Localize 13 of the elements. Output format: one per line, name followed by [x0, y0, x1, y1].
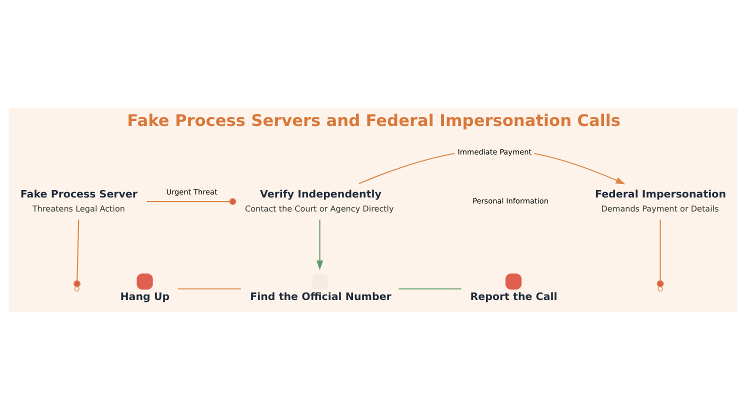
- edge-label: Urgent Threat: [166, 187, 218, 196]
- arrow: [316, 219, 324, 270]
- connector: [398, 288, 462, 289]
- label: Personal Information: [472, 196, 549, 205]
- diagram-title: Fake Process Servers and Federal Impersonation Calls: [127, 110, 621, 130]
- node-label: Report the Call: [470, 290, 558, 303]
- connector: [178, 288, 241, 289]
- connector: [76, 219, 80, 280]
- node-label: Hang Up: [120, 290, 170, 303]
- edge-label: Immediate Payment: [458, 147, 532, 156]
- connector: [660, 219, 661, 280]
- connector: [146, 198, 236, 205]
- node-label: Find the Official Number: [250, 290, 392, 303]
